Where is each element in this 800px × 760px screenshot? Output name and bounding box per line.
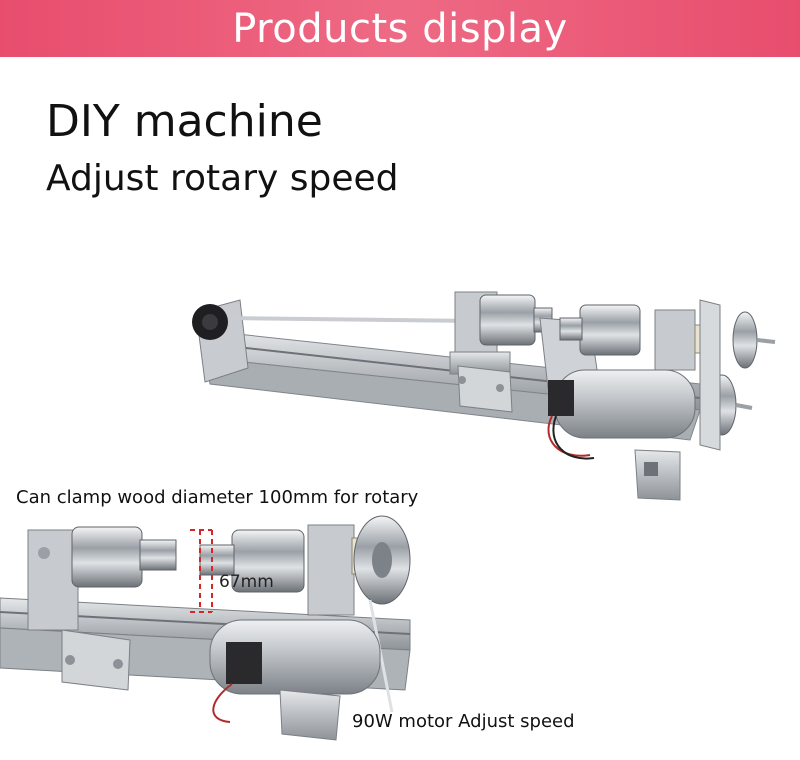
product-title: DIY machine <box>46 96 323 147</box>
banner-title: Products display <box>232 5 568 52</box>
header-banner: Products display <box>0 0 800 57</box>
clamp-caption: Can clamp wood diameter 100mm for rotary <box>16 487 419 508</box>
dimension-label: 67mm <box>219 572 274 592</box>
motor-caption: 90W motor Adjust speed <box>352 711 575 732</box>
product-subtitle: Adjust rotary speed <box>46 158 399 199</box>
